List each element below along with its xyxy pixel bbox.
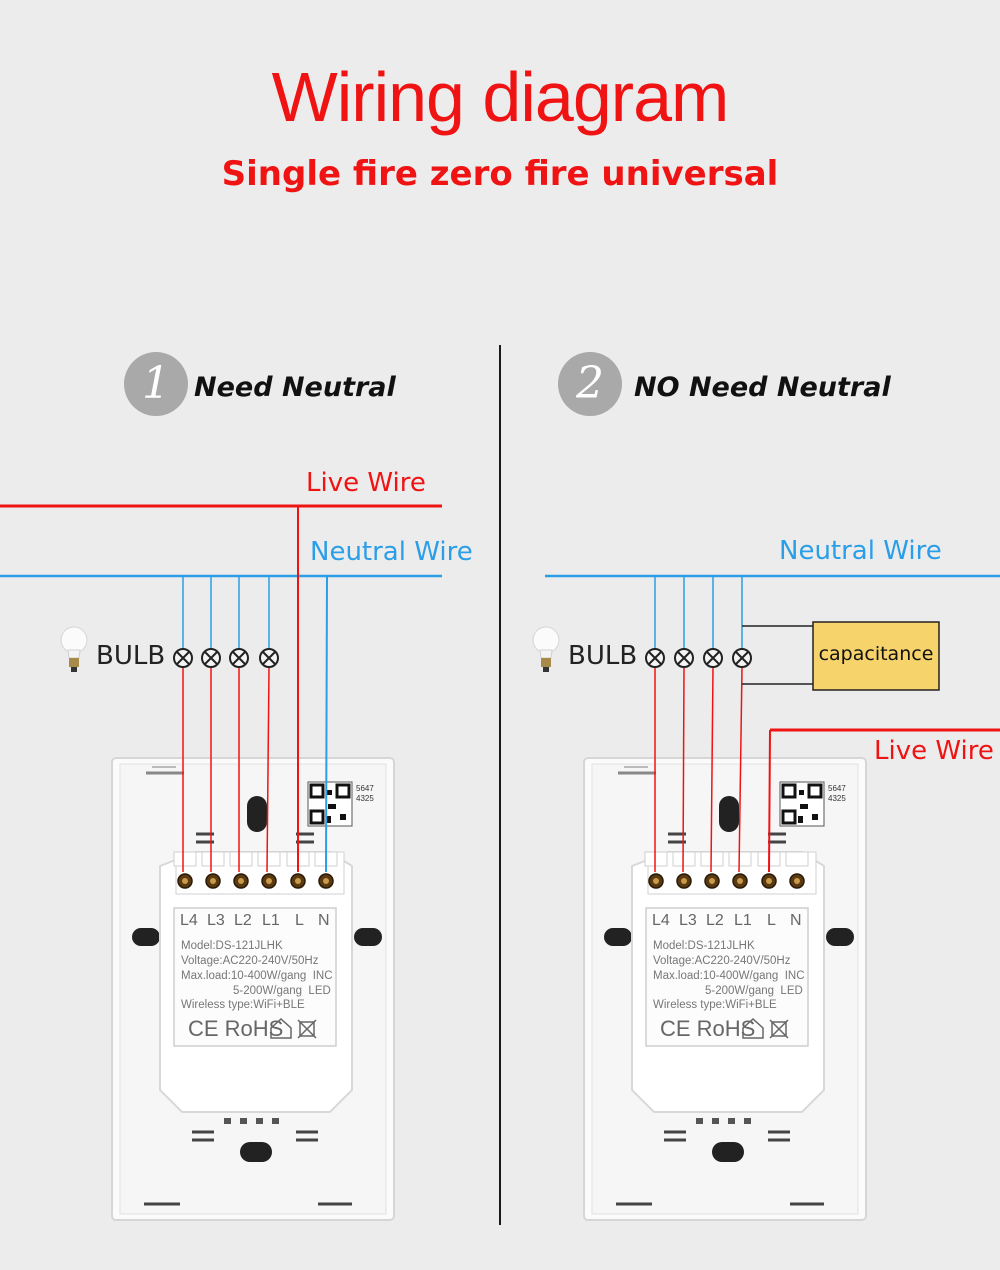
switch-device-2 [583,757,867,1221]
spec-wireless: Wireless type:WiFi+BLE [181,999,305,1011]
load-wire [682,667,685,873]
page-subtitle: Single fire zero fire universal [221,154,779,194]
terminal-label-l3: L3 [679,912,697,929]
spec-voltage: Voltage:AC220-240V/50Hz [181,955,319,967]
wires-and-terminals [0,504,1000,889]
bulb-icon [60,626,88,672]
spec-voltage: Voltage:AC220-240V/50Hz [653,955,791,967]
load-wire [738,667,743,873]
page-title: Wiring diagram [271,58,730,136]
section-label-need-neutral: Need Neutral [194,372,396,403]
step-badge-1: 1 [124,352,188,416]
load-wire [710,667,714,873]
spec-maxload-led: 5-200W/gang LED [705,985,803,997]
panel-2-no-need-neutral [583,621,940,1221]
load-wire [266,667,270,873]
section-label-no-need-neutral: NO Need Neutral [634,372,891,403]
spec-model: Model:DS-121JLHK [653,940,755,952]
qr-code-number: 5647 4325 [828,784,846,803]
mount-slot [247,796,267,832]
live-drop-to-L [768,729,771,873]
terminal-label-n: N [790,912,802,929]
terminal-label-l: L [767,912,776,929]
certification-marks: CE RoHS [188,1016,284,1041]
spec-maxload: Max.load:10-400W/gang INC [181,970,333,982]
mount-slot [240,1142,272,1162]
qr-code [779,781,825,827]
terminal-label-l4: L4 [652,912,670,929]
mount-slot [712,1142,744,1162]
neutral-wire-label-2: Neutral Wire [779,536,942,566]
weee-icon [270,1017,317,1039]
qr-code-number: 5647 4325 [356,784,374,803]
terminal-label-l1: L1 [262,912,280,929]
bulb-label-2: BULB [568,641,638,671]
bulb-icon [532,626,560,672]
spec-maxload: Max.load:10-400W/gang INC [653,970,805,982]
spec-wireless: Wireless type:WiFi+BLE [653,999,777,1011]
neutral-drop-to-N [325,575,328,873]
weee-icon [742,1017,789,1039]
capacitance-label: capacitance [818,643,934,665]
terminal-label-l3: L3 [207,912,225,929]
certification-marks: CE RoHS [660,1016,756,1041]
live-wire-label-2: Live Wire [874,736,994,766]
panel-1-need-neutral [111,757,395,1221]
terminal-label-l2: L2 [706,912,724,929]
terminal-label-n: N [318,912,330,929]
terminal-label-l: L [295,912,304,929]
neutral-wire-label-1: Neutral Wire [310,537,473,567]
mount-slot [719,796,739,832]
spec-label-plate [173,907,337,1047]
qr-code [307,781,353,827]
spec-maxload-led: 5-200W/gang LED [233,985,331,997]
spec-label-plate [645,907,809,1047]
bulb-label-1: BULB [96,641,166,671]
live-wire-label-1: Live Wire [306,468,426,498]
terminal-label-l1: L1 [734,912,752,929]
spec-model: Model:DS-121JLHK [181,940,283,952]
terminal-label-l2: L2 [234,912,252,929]
capacitance-box [812,621,940,691]
step-badge-2: 2 [558,352,622,416]
terminal-label-l4: L4 [180,912,198,929]
switch-device-1 [111,757,395,1221]
